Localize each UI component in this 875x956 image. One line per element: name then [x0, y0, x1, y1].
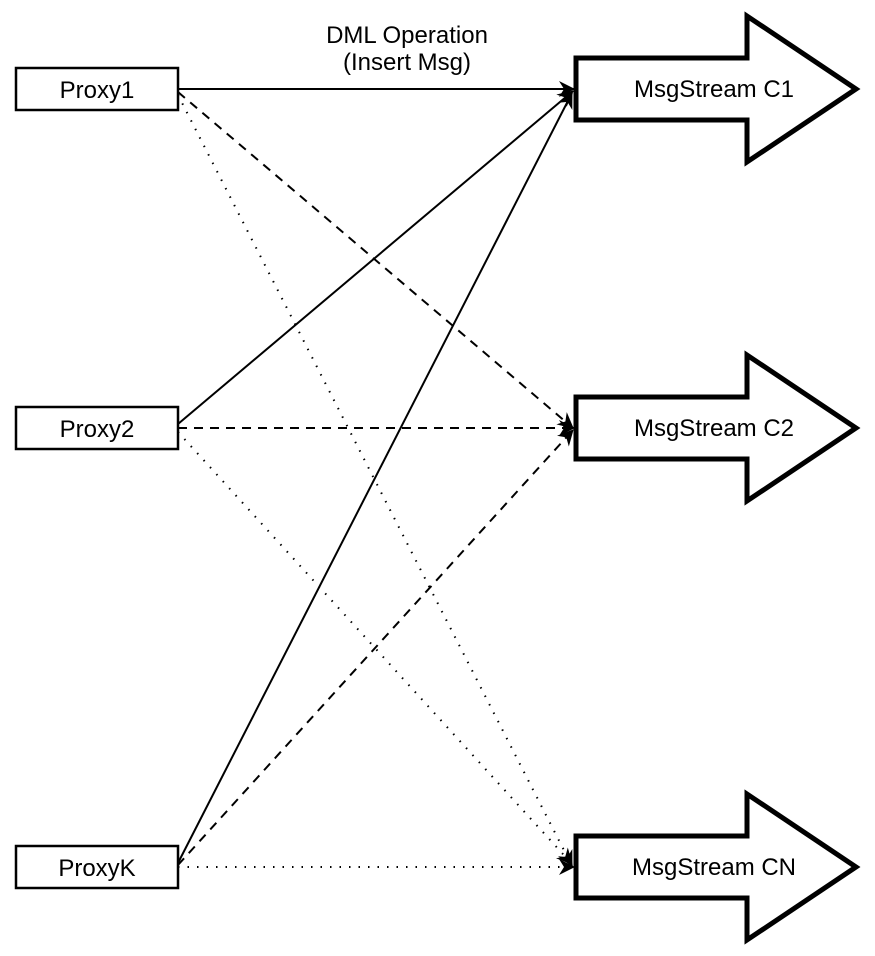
node-msgstream-c2: MsgStream C2: [573, 350, 861, 506]
edge-label-dml-operation-line2: (Insert Msg): [343, 49, 471, 76]
node-msgstream-c1: MsgStream C1: [573, 11, 861, 167]
msgstream-c2-label: MsgStream C2: [634, 415, 794, 442]
node-msgstream-cn: MsgStream CN: [573, 789, 861, 945]
node-proxy2: Proxy2: [14, 405, 180, 451]
msgstream-c2-block-arrow-shape: [573, 350, 861, 506]
msgstream-cn-block-arrow-shape: [573, 789, 861, 945]
proxy2-box: [14, 405, 180, 451]
proxy1-box: [14, 66, 180, 112]
proxyk-box: [14, 844, 180, 890]
proxy1-label: Proxy1: [60, 77, 135, 104]
edge-label-dml-operation-line1: DML Operation: [326, 22, 488, 49]
proxyk-label: ProxyK: [58, 855, 135, 882]
edge-proxyk-to-msgstream-c1: [177, 92, 573, 864]
proxy2-label: Proxy2: [60, 416, 135, 443]
node-proxyk: ProxyK: [14, 844, 180, 890]
edge-proxyk-to-msgstream-c2: [177, 429, 574, 866]
msgstream-c1-label: MsgStream C1: [634, 76, 794, 103]
edge-proxy2-to-msgstream-c1: [177, 90, 574, 425]
node-proxy1: Proxy1: [14, 66, 180, 112]
msgstream-cn-label: MsgStream CN: [632, 854, 796, 881]
edge-proxy1-to-msgstream-c2: [177, 91, 574, 429]
msgstream-c1-block-arrow-shape: [573, 11, 861, 167]
